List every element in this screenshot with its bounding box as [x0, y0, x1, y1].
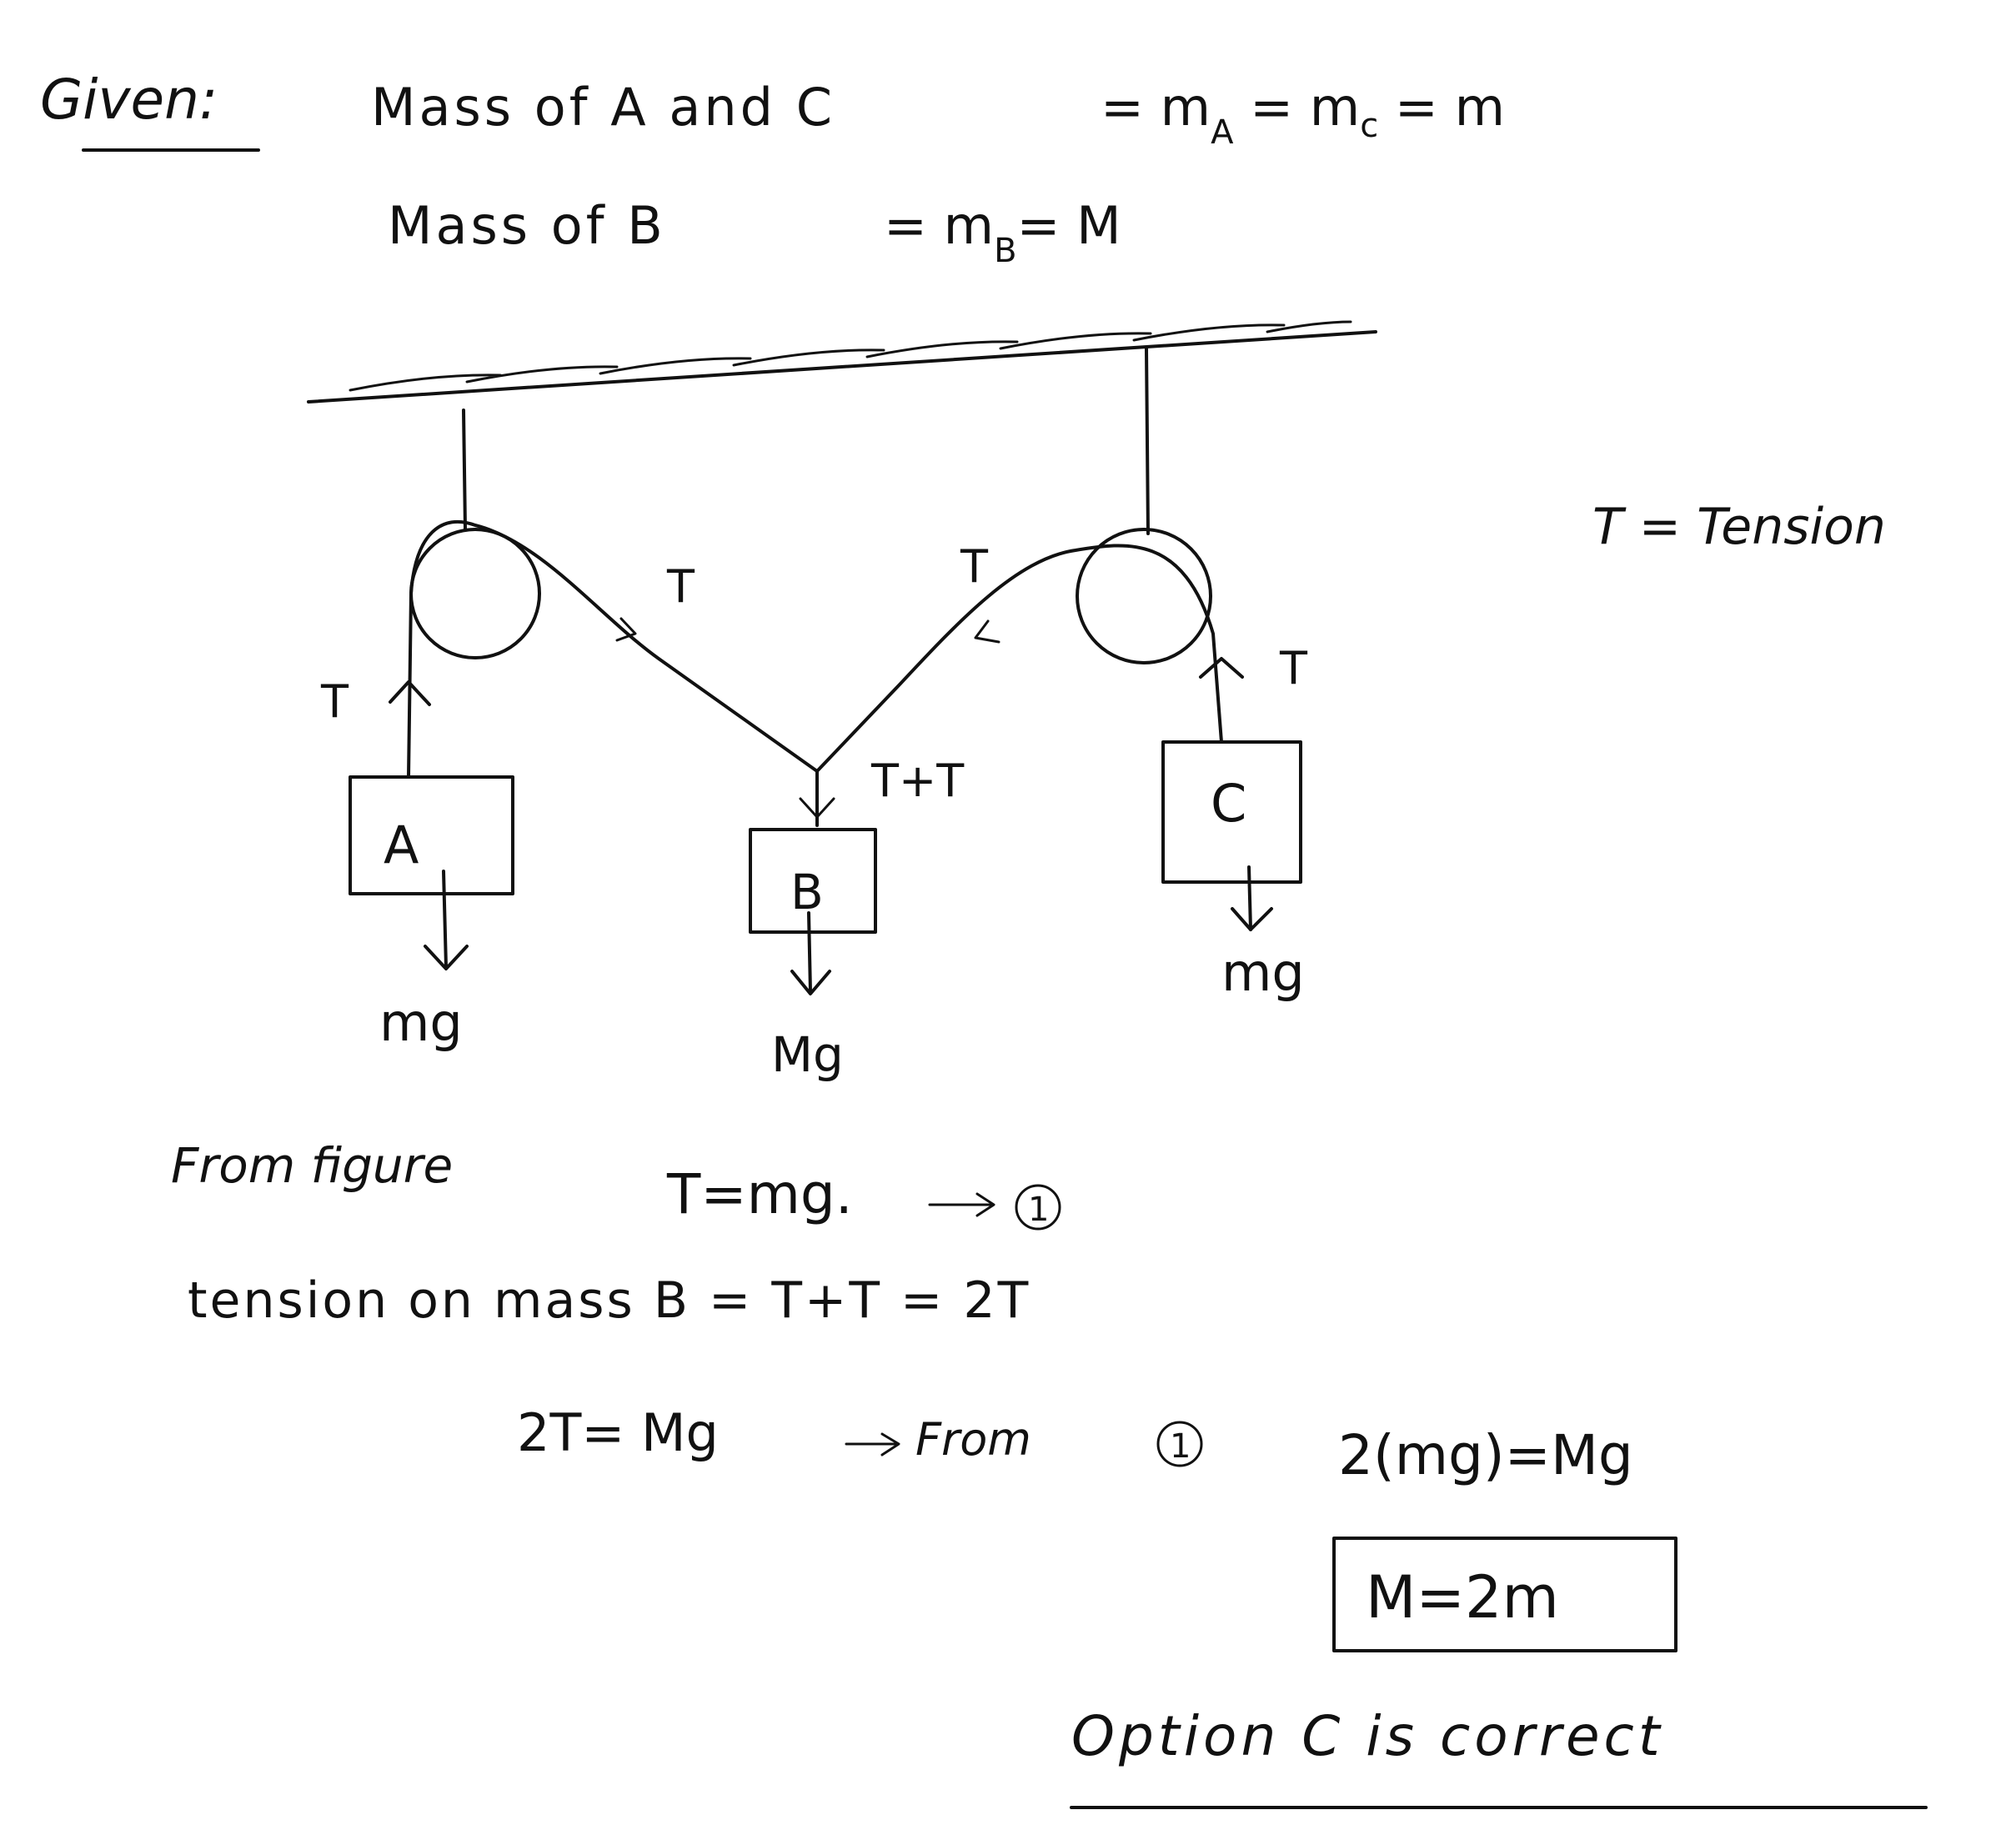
solution-line1-prefix: From figure	[171, 1137, 453, 1194]
block-b-label: B	[790, 864, 824, 920]
tension-label-c: T	[1279, 642, 1308, 694]
left-pulley	[409, 528, 541, 659]
solution-line2: tension on mass B = T+T = 2T	[188, 1271, 1031, 1330]
given-sub-a: A	[1211, 113, 1234, 152]
right-pulley-support	[1145, 347, 1150, 535]
block-a-label: A	[384, 815, 419, 875]
ref-number-1: 1	[1028, 1191, 1049, 1229]
left-pulley-support	[462, 409, 467, 531]
given-sub-b: B	[994, 232, 1016, 270]
given-section: Given: Mass of A and C = mA = mc = m Mas…	[40, 68, 1505, 270]
answer-box	[1332, 1537, 1677, 1652]
ref-circle-1	[1015, 1184, 1061, 1231]
right-pulley	[1076, 528, 1212, 664]
weight-arrowhead-b	[790, 970, 831, 995]
tension-sum-label: T+T	[870, 755, 965, 807]
arrow-down-b	[799, 797, 835, 819]
tension-label-right-rope: T	[960, 540, 989, 593]
solution-result: 2(mg)=Mg	[1338, 1423, 1633, 1487]
tension-legend: T = Tension	[1592, 498, 1886, 556]
ref-number-2: 1	[1170, 1427, 1191, 1466]
solution-line3-from: From	[915, 1413, 1031, 1466]
given-mass-b-label: Mass of B	[388, 195, 666, 256]
weight-arrow-c	[1247, 865, 1252, 931]
block-a	[349, 775, 514, 895]
given-mass-ac-label: Mass of A and C	[371, 77, 835, 138]
given-mass-b-value: = mB= M	[884, 195, 1121, 270]
tension-label-left-rope: T	[666, 560, 695, 613]
given-sub-c: c	[1360, 107, 1378, 145]
weight-label-a: mg	[379, 992, 463, 1053]
weight-arrowhead-c	[1231, 907, 1273, 931]
given-mass-ac-value: = mA = mc = m	[1101, 77, 1505, 152]
answer-boxed: M=2m	[1366, 1563, 1559, 1632]
ceiling-line	[307, 330, 1377, 404]
ceiling-hatching	[349, 320, 1352, 392]
given-heading: Given:	[40, 68, 218, 132]
solution-line3-eq: 2T= Mg	[517, 1402, 719, 1463]
tension-label-a: T	[320, 675, 349, 728]
arrow-to-from	[845, 1432, 900, 1456]
block-c	[1161, 740, 1302, 884]
weight-arrowhead-a	[424, 945, 469, 970]
pulley-diagram: T T T A mg T+T B Mg T C mg	[307, 320, 1377, 1083]
arrow-up-a	[389, 680, 431, 706]
block-c-label: C	[1211, 773, 1246, 834]
rope-arrow-left-upper	[615, 617, 637, 642]
weight-arrow-b	[807, 911, 812, 994]
arrow-to-ref1	[928, 1192, 995, 1217]
weight-label-b: Mg	[771, 1026, 844, 1083]
conclusion: Option C is correct	[1071, 1704, 1664, 1768]
block-b	[749, 828, 877, 934]
arrow-up-c	[1199, 657, 1244, 679]
ref-circle-2	[1156, 1421, 1203, 1467]
weight-arrow-a	[442, 870, 448, 969]
weight-label-c: mg	[1221, 942, 1305, 1003]
solution-line1-eq: T=mg.	[666, 1162, 853, 1226]
rope-arrow-right-upper	[974, 619, 1000, 644]
solution-section: From figure T=mg. 1 tension on mass B = …	[171, 1137, 1928, 1809]
